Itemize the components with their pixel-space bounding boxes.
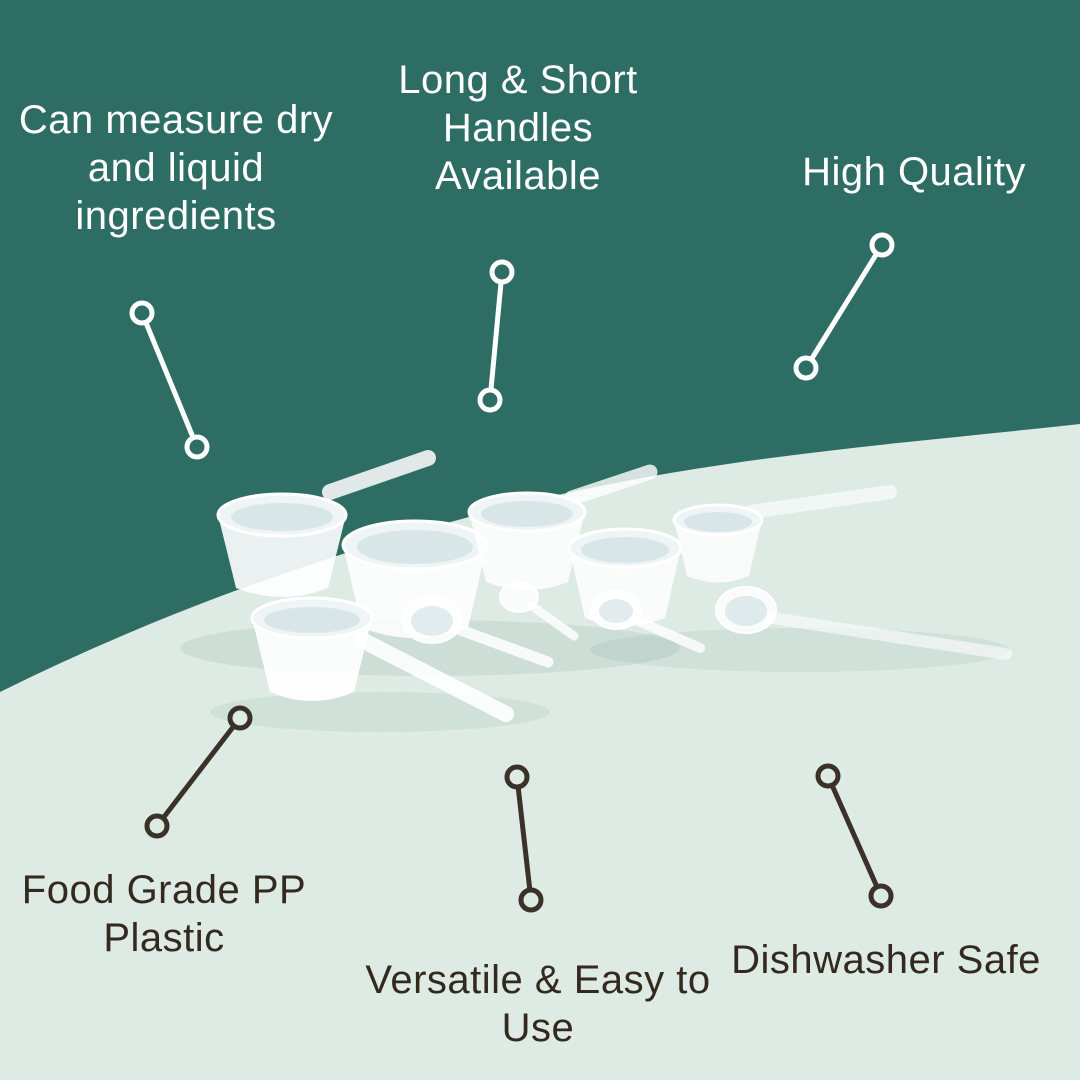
scoop-handle: [354, 632, 514, 722]
measuring-cup: [252, 618, 372, 701]
cup-opening: [581, 537, 669, 563]
spoon-handle: [766, 612, 1012, 660]
connector-dot-icon: [477, 387, 503, 413]
spoon-bowl: [499, 581, 539, 613]
spoon-handle: [449, 622, 554, 668]
callout-text-line: Handles: [442, 106, 594, 150]
spoon-opening: [599, 599, 633, 623]
connector-line-icon: [139, 312, 200, 448]
callout-text-line: and liquid: [87, 146, 265, 190]
connector-dot-icon: [869, 232, 895, 258]
connector-line-icon: [514, 776, 534, 901]
callout-long-short-handles: Long & Short Handles Available: [388, 56, 648, 200]
cup-opening: [264, 607, 360, 633]
callout-text-line: Can measure dry: [18, 98, 334, 142]
spoon-handle: [631, 615, 705, 653]
connector-line-icon: [155, 716, 242, 828]
scoop-shadow: [210, 692, 550, 732]
connectors: [129, 232, 895, 913]
connector-dot-icon: [518, 887, 544, 913]
callout-text-line: Use: [501, 1006, 575, 1050]
connector-dot-icon: [227, 705, 253, 731]
connector-dot-icon: [489, 259, 515, 285]
callout-text-line: Available: [434, 154, 602, 198]
cup-opening: [357, 530, 473, 564]
connector-dot-icon: [144, 813, 170, 839]
connector-dot-icon: [868, 883, 894, 909]
cup-opening: [231, 503, 333, 531]
cup-opening: [684, 512, 752, 532]
callout-text-line: ingredients: [75, 194, 277, 238]
callout-text-line: Plastic: [103, 916, 225, 960]
spoon-opening: [725, 596, 767, 626]
connector-line-icon: [825, 774, 884, 898]
callout-text-line: Long & Short: [398, 58, 638, 102]
callout-text-line: Dishwasher Safe: [731, 938, 1041, 982]
callout-text-line: Versatile & Easy to: [365, 958, 711, 1002]
callout-measure-dry-liquid: Can measure dry and liquid ingredients: [8, 96, 344, 240]
callout-text-line: Food Grade PP: [21, 868, 307, 912]
scoop-handle: [743, 485, 897, 519]
measuring-cup: [674, 520, 762, 583]
callout-versatile-easy: Versatile & Easy to Use: [348, 956, 728, 1052]
spoon-opening: [411, 606, 453, 636]
measuring-cup: [218, 515, 346, 597]
callout-text-line: High Quality: [802, 150, 1026, 194]
cup-opening: [481, 501, 573, 527]
scoop-handle: [322, 450, 436, 500]
connector-dot-icon: [793, 355, 819, 381]
measuring-scoops-image: [180, 450, 1012, 732]
scoop-handle: [564, 464, 658, 506]
connector-line-icon: [803, 243, 885, 370]
callout-dishwasher-safe: Dishwasher Safe: [718, 936, 1054, 984]
measuring-cup: [469, 512, 585, 590]
connector-dot-icon: [504, 764, 530, 790]
callout-high-quality: High Quality: [768, 148, 1060, 196]
callout-food-grade-plastic: Food Grade PP Plastic: [8, 866, 320, 962]
spoon-handle: [527, 601, 579, 641]
connector-line-icon: [487, 271, 505, 401]
connector-dot-icon: [815, 763, 841, 789]
connector-dot-icon: [129, 300, 155, 326]
connector-dot-icon: [184, 434, 210, 460]
